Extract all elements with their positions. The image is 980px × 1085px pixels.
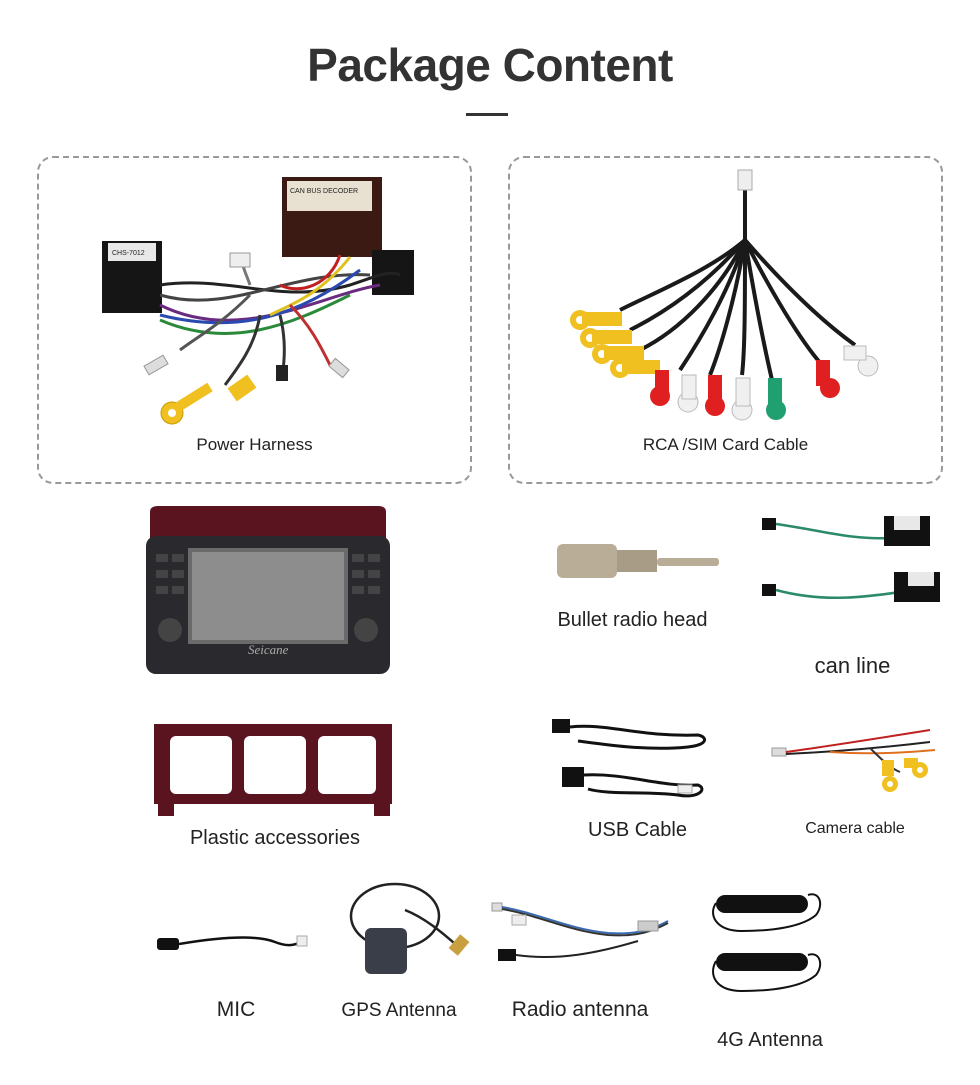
camera-cable-image <box>771 729 936 792</box>
bullet-radio-head-image <box>557 544 719 578</box>
mic-image <box>157 935 308 950</box>
chs-tag: CHS-7012 <box>112 250 145 257</box>
usb-cable-image <box>552 719 707 798</box>
4g-antenna-label: 4G Antenna <box>717 1029 823 1051</box>
title-underline <box>466 113 508 116</box>
power-harness-label: Power Harness <box>196 435 313 454</box>
page-title: Package Content <box>307 39 673 91</box>
decoder-tag: CAN BUS DECODER <box>290 188 358 195</box>
usb-cable-label: USB Cable <box>588 819 687 841</box>
power-harness-card <box>37 156 472 484</box>
mic-label: MIC <box>216 998 256 1021</box>
plastic-accessories-label: Plastic accessories <box>189 827 361 849</box>
bullet-radio-head-label: Bullet radio head <box>557 609 708 631</box>
camera-cable-label: Camera cable <box>805 820 905 837</box>
4g-antenna-image <box>712 893 822 993</box>
rca-cable-image <box>570 169 879 421</box>
head-unit-image: Seicane <box>146 506 390 674</box>
plastic-accessories-image <box>154 724 392 816</box>
gps-antenna-image <box>349 882 470 974</box>
rca-cable-label: RCA /SIM Card Cable <box>642 435 809 454</box>
power-harness-image: CAN BUS DECODER CHS-7012 <box>102 177 414 425</box>
can-line-image <box>762 516 940 602</box>
gps-antenna-label: GPS Antenna <box>341 1000 457 1021</box>
radio-antenna-image <box>491 902 669 961</box>
can-line-label: can line <box>814 653 891 678</box>
rca-cable-card <box>508 156 943 484</box>
radio-antenna-label: Radio antenna <box>511 998 649 1021</box>
brand-text: Seicane <box>248 642 289 657</box>
